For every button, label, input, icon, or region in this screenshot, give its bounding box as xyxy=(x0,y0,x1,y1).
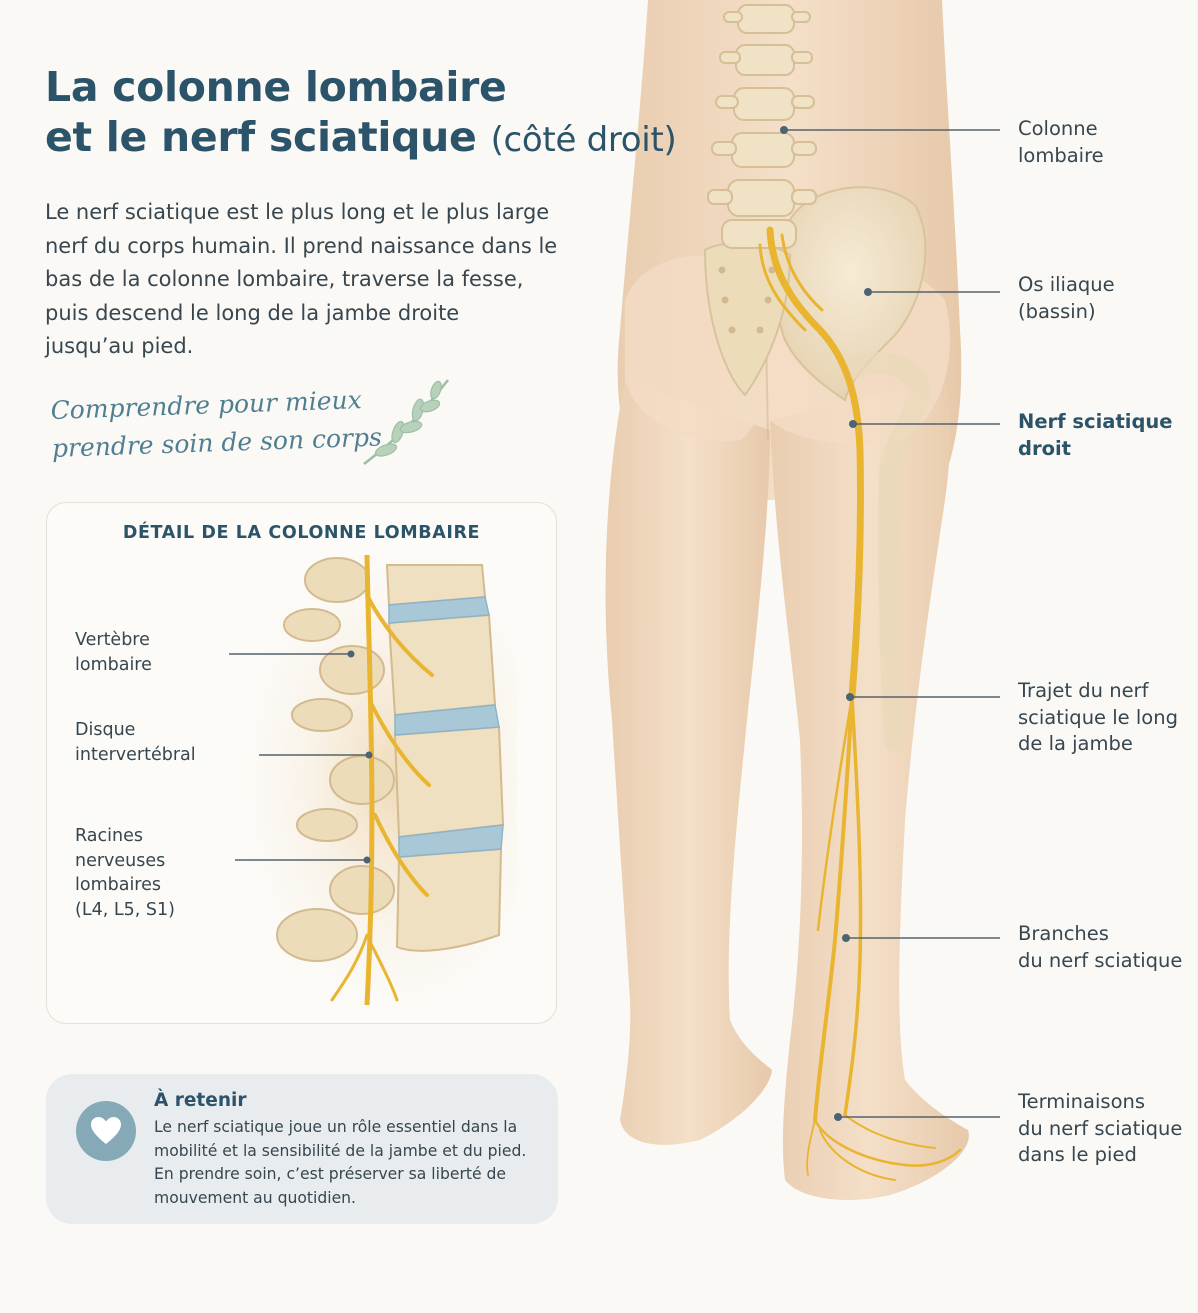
label-lumbar-spine: Colonne lombaire xyxy=(1018,117,1104,167)
label-nerve-roots: Racines nerveuses lombaires (L4, L5, S1) xyxy=(75,826,175,920)
label-lumbar-vertebra: Vertèbre lombaire xyxy=(75,630,152,675)
intro-line: Le nerf sciatique est le plus long et le… xyxy=(45,200,550,224)
retain-box: À retenir Le nerf sciatique joue un rôle… xyxy=(46,1074,558,1224)
retain-text: Le nerf sciatique joue un rôle essentiel… xyxy=(154,1118,527,1207)
title-qualifier: (côté droit) xyxy=(490,120,677,160)
title-line-1: La colonne lombaire xyxy=(45,63,507,111)
intro-line: nerf du corps humain. Il prend naissance… xyxy=(45,233,558,258)
intervertebral-disc xyxy=(388,596,504,858)
label-nerve-endings-foot: Terminaisons du nerf sciatique dans le p… xyxy=(1018,1090,1183,1166)
tagline-line-1: Comprendre pour mieux xyxy=(50,385,363,425)
intro-paragraph: Le nerf sciatique est le plus long et le… xyxy=(45,196,585,364)
lumbar-spine xyxy=(721,4,797,249)
lumbar-detail-card: DÉTAIL DE LA COLONNE LOMBAIRE xyxy=(46,502,557,1024)
right-leg xyxy=(770,380,969,1200)
page-title: La colonne lombaire et le nerf sciatique… xyxy=(45,62,677,165)
label-iliac-bone: Os iliaque (bassin) xyxy=(1018,273,1115,323)
title-line-2: et le nerf sciatique xyxy=(45,113,477,161)
left-leg xyxy=(605,380,772,1145)
label-intervertebral-disc: Disque intervertébral xyxy=(75,720,196,765)
tagline: Comprendre pour mieux prendre soin de so… xyxy=(50,380,382,467)
leaf-sprig-icon xyxy=(363,379,449,465)
leader-lines xyxy=(784,129,1000,1118)
lumbar-detail-illustration xyxy=(217,555,517,1005)
tagline-line-2: prendre soin de son corps xyxy=(51,422,383,463)
detail-title: DÉTAIL DE LA COLONNE LOMBAIRE xyxy=(122,523,481,543)
intro-line: jusqu’au pied. xyxy=(45,334,194,358)
label-nerve-path-leg: Trajet du nerf sciatique le long de la j… xyxy=(1018,679,1178,755)
heart-icon xyxy=(76,1101,136,1161)
retain-title: À retenir xyxy=(154,1090,247,1111)
intro-line: bas de la colonne lombaire, traverse la … xyxy=(45,267,524,291)
label-right-sciatic-nerve: Nerf sciatique droit xyxy=(1018,410,1173,460)
label-nerve-branches: Branches du nerf sciatique xyxy=(1018,922,1183,972)
intro-line: puis descend le long de la jambe droite xyxy=(45,300,460,325)
sciatic-nerve xyxy=(758,226,962,1181)
